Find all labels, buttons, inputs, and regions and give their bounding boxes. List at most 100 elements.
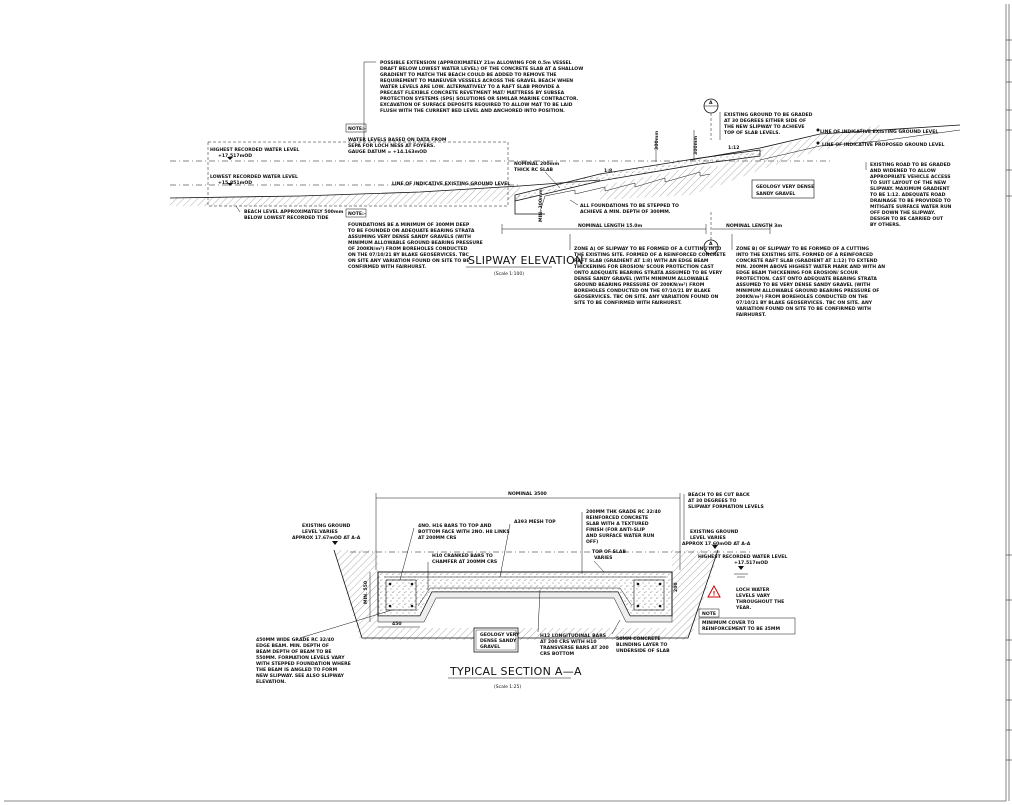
svg-text:EDGE BEAM. MIN. DEPTH OF: EDGE BEAM. MIN. DEPTH OF <box>256 643 329 649</box>
svg-text:NOMINAL 200mm: NOMINAL 200mm <box>514 161 559 167</box>
svg-text:HIGHEST RECORDED WATER LEVEL: HIGHEST RECORDED WATER LEVEL <box>698 554 787 560</box>
svg-text:LOWEST RECORDED WATER LEVEL: LOWEST RECORDED WATER LEVEL <box>210 174 298 180</box>
section-marker-bottom-label: A <box>709 241 713 247</box>
warning-icon <box>707 584 721 598</box>
svg-text:LEVELS VARY: LEVELS VARY <box>736 593 771 599</box>
svg-text:LEVEL VARIES: LEVEL VARIES <box>302 529 338 535</box>
svg-text:MINIMUM ALLOWABLE GROUND BEARI: MINIMUM ALLOWABLE GROUND BEARING PRESSUR… <box>348 240 483 246</box>
geology-box-elev <box>751 179 815 199</box>
svg-text:AT 200MM CRS: AT 200MM CRS <box>418 535 456 541</box>
svg-text:SLAB WITH A TEXTURED: SLAB WITH A TEXTURED <box>586 521 649 527</box>
svg-text:50MM CONCRETE: 50MM CONCRETE <box>616 636 661 642</box>
svg-text:550MM. FORMATION LEVELS VARY: 550MM. FORMATION LEVELS VARY <box>256 655 345 661</box>
svg-text:4NO. H16 BARS TO TOP AND: 4NO. H16 BARS TO TOP AND <box>418 523 492 529</box>
svg-text:INTO THE EXISTING SITE. FORMED: INTO THE EXISTING SITE. FORMED OF A REIN… <box>736 252 873 258</box>
svg-text:EXISTING GROUND TO BE GRADED: EXISTING GROUND TO BE GRADED <box>724 112 813 118</box>
dim-min550: MIN. 550 <box>363 581 369 604</box>
svg-text:CHAMFER AT 200MM CRS: CHAMFER AT 200MM CRS <box>432 559 497 565</box>
svg-text:THE BEAM IS ANGLED TO FORM: THE BEAM IS ANGLED TO FORM <box>256 667 338 673</box>
svg-text:EXISTING ROAD TO BE GRADED: EXISTING ROAD TO BE GRADED <box>870 162 951 168</box>
svg-text:ON SITE ANY VARIATION FOUND ON: ON SITE ANY VARIATION FOUND ON SITE TO B… <box>348 258 470 264</box>
svg-text:TOP OF SLAB LEVELS.: TOP OF SLAB LEVELS. <box>724 130 781 136</box>
svg-text:BLINDING LAYER TO: BLINDING LAYER TO <box>616 642 667 648</box>
svg-text:DENSE SANDY GRAVEL (WITH MINIM: DENSE SANDY GRAVEL (WITH MINIMUM ALLOWAB… <box>574 276 709 282</box>
existing-ground-right <box>689 124 961 161</box>
svg-text:YEAR.: YEAR. <box>735 605 752 611</box>
edge-beam-note: 450MM WIDE GRADE RC 32/40 EDGE BEAM. MIN… <box>256 609 393 685</box>
svg-text:OF 200KN/m²) FROM BOREHOLES CO: OF 200KN/m²) FROM BOREHOLES CONDUCTED <box>348 246 468 252</box>
svg-text:PROTECTION. CAST ONTO ADEQUATE: PROTECTION. CAST ONTO ADEQUATE BEARING S… <box>736 276 877 282</box>
beach-cut-note: BEACH TO BE CUT BACK AT 30 DEGREES TO SL… <box>683 492 764 540</box>
elevation-title: SLIPWAY ELEVATION <box>468 254 584 267</box>
ext-line-3: GRADIENT TO MATCH THE BEACH COULD BE ADD… <box>380 72 557 78</box>
bars-note: 4NO. H16 BARS TO TOP AND BOTTOM FACE WIT… <box>399 523 510 581</box>
dim-450: 450 <box>392 621 402 627</box>
existing-ground-left: EXISTING GROUND LEVEL VARIES APPROX 17.6… <box>292 523 361 545</box>
svg-text:200MM THK GRADE RC 32/40: 200MM THK GRADE RC 32/40 <box>586 509 661 515</box>
grade-note: EXISTING GROUND TO BE GRADED AT 30 DEGRE… <box>719 112 813 140</box>
foundation-step-label: ALL FOUNDATIONS TO BE STEPPED TO ACHIEVE… <box>569 199 679 215</box>
water-levels-note: NOTE:- WATER LEVELS BASED ON DATA FROM S… <box>345 123 447 155</box>
svg-text:ZONE B) OF SLIPWAY TO BE FORME: ZONE B) OF SLIPWAY TO BE FORMED OF A CUT… <box>736 246 869 252</box>
svg-text:CONFIRMED WITH FAIRHURST.: CONFIRMED WITH FAIRHURST. <box>348 264 426 270</box>
svg-text:ON THE 07/10/21 BY BLAKE GEOSE: ON THE 07/10/21 BY BLAKE GEOSERVICES. TB… <box>348 252 470 258</box>
section-ground <box>334 550 720 640</box>
svg-text:CRS BOTTOM: CRS BOTTOM <box>540 651 575 657</box>
svg-text:TO BE FOUNDED ON ADEQUATE BEAR: TO BE FOUNDED ON ADEQUATE BEARING STRATA <box>348 228 475 234</box>
ext-line-8: EXCAVATION OF SURFACE DEPOSITS REQUIRED … <box>380 102 573 108</box>
proposed-ground-label: LINE OF INDICATIVE PROPOSED GROUND LEVEL <box>822 142 945 148</box>
h12-note: H12 LONGITUDINAL BARS AT 200 CRS WITH H1… <box>537 589 609 657</box>
loch-warning: ! LOCH WATER LEVELS VARY THROUGHOUT THE … <box>707 584 784 611</box>
svg-text:UNDERSIDE OF SLAB: UNDERSIDE OF SLAB <box>616 648 670 654</box>
svg-text:!: ! <box>713 591 716 598</box>
svg-text:AT 30 DEGREES TO: AT 30 DEGREES TO <box>688 498 736 504</box>
svg-text:REINFORCEMENT TO BE 35MM: REINFORCEMENT TO BE 35MM <box>702 626 780 632</box>
svg-text:07/10/21 BY BLAKE GEOSERVICES.: 07/10/21 BY BLAKE GEOSERVICES. TBC ON SI… <box>736 300 873 306</box>
svg-text:APPROPRIATE VEHICLE ACCESS: APPROPRIATE VEHICLE ACCESS <box>870 174 951 180</box>
section-geology-box: GEOLOGY VERY DENSE SANDY GRAVEL <box>473 627 520 653</box>
svg-text:450MM WIDE GRADE RC 32/40: 450MM WIDE GRADE RC 32/40 <box>256 637 334 643</box>
ext-line-2: DRAFT BELOW LOWEST WATER LEVEL) OF THE C… <box>380 66 583 72</box>
svg-text:TO BE 1:12. ADEQUATE ROAD: TO BE 1:12. ADEQUATE ROAD <box>870 192 946 198</box>
nominal-width-label: NOMINAL 3500 <box>508 491 547 497</box>
blinding-note: 50MM CONCRETE BLINDING LAYER TO UNDERSID… <box>611 619 670 654</box>
svg-text:ALL FOUNDATIONS TO BE STEPPED: ALL FOUNDATIONS TO BE STEPPED TO <box>580 203 679 209</box>
svg-text:TRANSVERSE BARS AT 200: TRANSVERSE BARS AT 200 <box>540 645 609 651</box>
svg-text:BELOW LOWEST RECORDED TIDE: BELOW LOWEST RECORDED TIDE <box>244 215 329 221</box>
water-note-1: WATER LEVELS BASED ON DATA FROM <box>348 137 447 143</box>
svg-text:GEOSERVICES. TBC ON SITE. ANY: GEOSERVICES. TBC ON SITE. ANY VARIATION … <box>574 294 719 300</box>
dim-200: 200 <box>673 582 679 592</box>
svg-text:LOCH WATER: LOCH WATER <box>736 587 770 593</box>
svg-text:A393 MESH TOP: A393 MESH TOP <box>514 519 556 525</box>
svg-text:DENSE SANDY: DENSE SANDY <box>480 638 517 644</box>
svg-text:THROUGHOUT THE: THROUGHOUT THE <box>736 599 784 605</box>
rc-slab-label: NOMINAL 200mm THICK RC SLAB <box>514 161 561 189</box>
svg-text:MITIGATE SURFACE WATER RUN: MITIGATE SURFACE WATER RUN <box>870 204 952 210</box>
geology-elev-2: SANDY GRAVEL <box>756 191 795 197</box>
road-note: EXISTING ROAD TO BE GRADED AND WIDENED T… <box>865 162 952 228</box>
svg-text:GEOLOGY VERY: GEOLOGY VERY <box>480 632 520 638</box>
existing-ground-line-label: LINE OF INDICATIVE EXISTING GROUND LEVEL <box>392 181 510 187</box>
mesh-note: A393 MESH TOP <box>499 519 556 578</box>
left-edge-links <box>385 579 417 611</box>
extension-zone <box>207 141 509 207</box>
existing-ground-right-label: LINE OF INDICATIVE EXISTING GROUND LEVEL <box>820 129 938 135</box>
ext-line-9: FLUSH WITH THE CURRENT BED LEVEL AND ANC… <box>380 108 565 114</box>
svg-text:GRAVEL: GRAVEL <box>480 644 500 650</box>
svg-text:WITH STEPPED FOUNDATION WHERE: WITH STEPPED FOUNDATION WHERE <box>256 661 351 667</box>
typical-section: NOMINAL 3500 MIN. 550 450 200 EXISTING G… <box>256 491 796 690</box>
svg-text:AND SURFACE WATER RUN: AND SURFACE WATER RUN <box>586 533 654 539</box>
svg-text:THE NEW SLIPWAY TO ACHIEVE: THE NEW SLIPWAY TO ACHIEVE <box>724 124 805 130</box>
svg-text:CONCRETE RAFT SLAB (GRADIENT A: CONCRETE RAFT SLAB (GRADIENT AT 1:12) TO… <box>736 258 878 264</box>
svg-text:TO SUIT LAYOUT OF THE NEW: TO SUIT LAYOUT OF THE NEW <box>870 180 946 186</box>
svg-text:H10 CRANKED BARS TO: H10 CRANKED BARS TO <box>432 553 493 559</box>
gradient-1-8: 1:8 <box>604 168 612 174</box>
length-right-label: NOMINAL LENGTH 3m <box>726 223 782 229</box>
svg-text:HIGHEST RECORDED WATER LEVEL: HIGHEST RECORDED WATER LEVEL <box>210 147 299 153</box>
section-marker-top-label: A <box>709 100 713 106</box>
cover-note: NOTE MINIMUM COVER TO REINFORCEMENT TO B… <box>698 608 796 635</box>
svg-text:H12 LONGITUDINAL BARS: H12 LONGITUDINAL BARS <box>540 633 606 639</box>
svg-text:BEAM DEPTH OF BEAM TO BE: BEAM DEPTH OF BEAM TO BE <box>256 649 332 655</box>
svg-text:SITE TO BE CONFIRMED WITH FAIR: SITE TO BE CONFIRMED WITH FAIRHURST. <box>574 300 682 306</box>
